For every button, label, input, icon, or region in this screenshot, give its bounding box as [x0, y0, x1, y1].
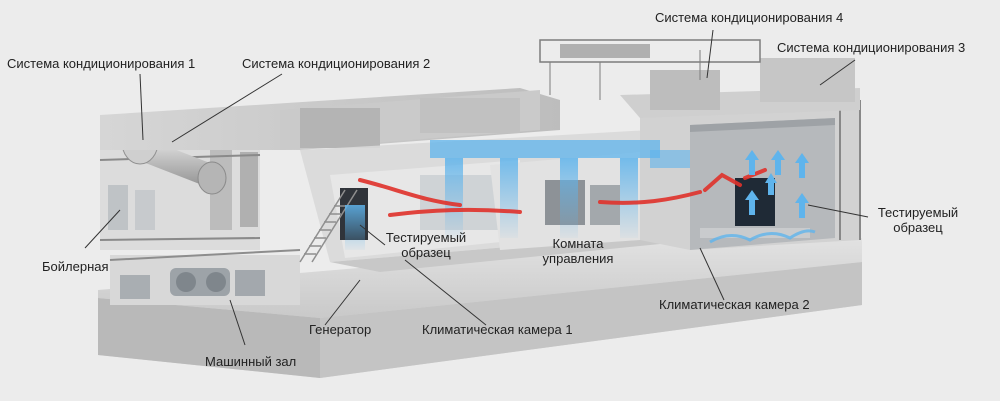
arrow-up-icon	[765, 173, 777, 195]
ac-system-4-label: Система кондиционирования 4	[655, 10, 844, 25]
roof-equipment	[539, 39, 860, 118]
leader-lines	[84, 29, 869, 346]
arrow-up-icon	[745, 150, 759, 175]
climatic-chamber-2-label: Климатическая камера 2	[659, 297, 810, 312]
arrow-up-icon	[795, 153, 809, 178]
ac-system-2-label: Система кондиционирования 2	[242, 56, 431, 71]
control-room-label: Комната управления	[542, 236, 614, 266]
machine-room-label: Машинный зал	[205, 354, 297, 369]
arrow-up-icon	[795, 193, 809, 218]
main-air-duct	[100, 88, 560, 150]
arrow-up-icon	[745, 190, 759, 215]
arrow-up-icon	[771, 150, 785, 175]
test-sample-label-right: Тестируемый образец	[877, 205, 959, 235]
boiler-room-label: Бойлерная	[42, 259, 109, 274]
airflow-arrows-chamber-2	[709, 150, 816, 244]
ac-system-3-label: Система кондиционирования 3	[777, 40, 966, 55]
blue-airflow-chamber-1	[345, 140, 690, 250]
test-sample-label-left: Тестируемый образец	[385, 230, 467, 260]
red-airflow	[358, 168, 767, 217]
climatic-chamber-1-label: Климатическая камера 1	[422, 322, 573, 337]
ac-system-1-label: Система кондиционирования 1	[7, 56, 196, 71]
generator-label: Генератор	[309, 322, 372, 337]
machine-room	[109, 249, 301, 305]
stairs	[299, 189, 358, 263]
